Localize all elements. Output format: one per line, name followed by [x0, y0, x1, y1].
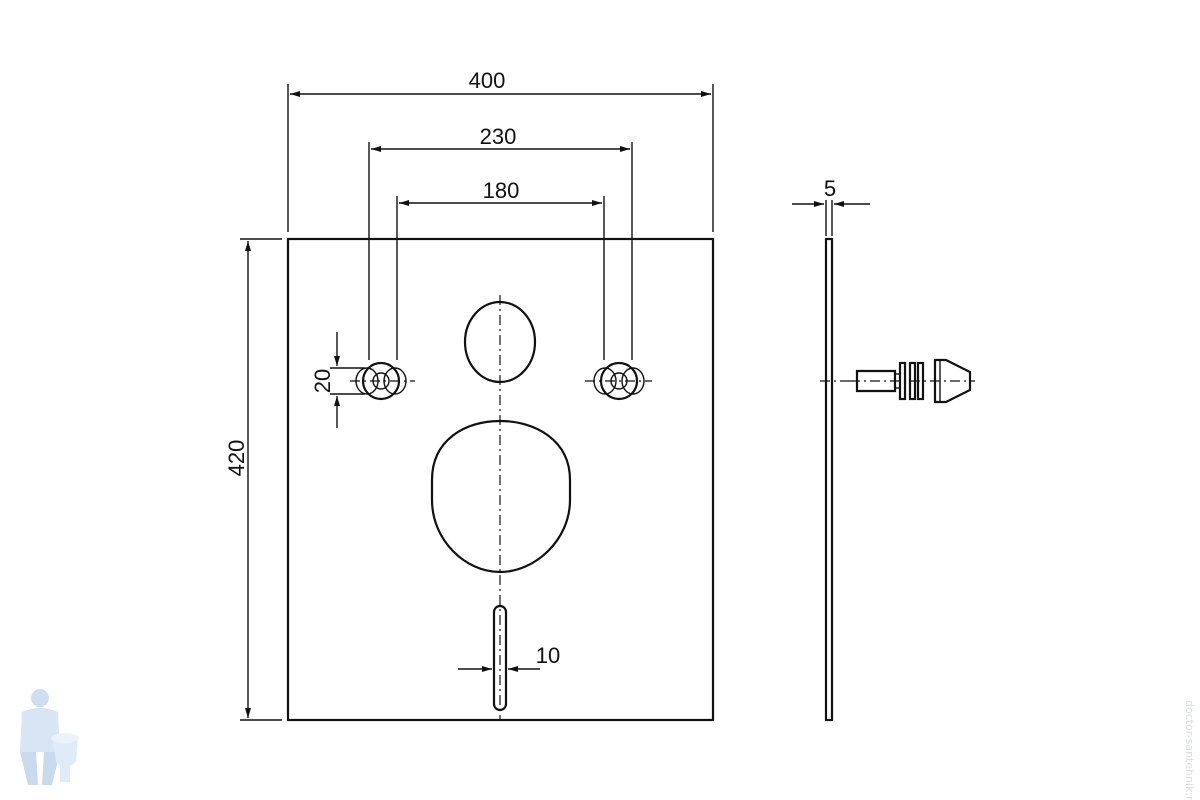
- dimension-mount-inner: 180: [396, 178, 605, 360]
- dimension-overall-height: 420: [224, 238, 282, 721]
- fastener-assembly: [850, 358, 975, 404]
- right-mounting-hole: [585, 361, 652, 401]
- dim-10-label: 10: [536, 643, 560, 668]
- dim-180-label: 180: [483, 178, 520, 203]
- dim-5-label: 5: [824, 176, 836, 201]
- watermark-site-text: doctor-santehnik.ru: [1183, 700, 1196, 800]
- dimension-mount-outer: 230: [368, 124, 633, 360]
- dimension-slot-width: 10: [458, 643, 560, 672]
- dim-400-label: 400: [469, 68, 506, 93]
- dim-420-label: 420: [224, 440, 249, 477]
- dimension-hole-height: 20: [310, 332, 365, 428]
- side-plate: [824, 237, 834, 722]
- large-round-hole: [430, 419, 572, 574]
- left-mounting-hole: [350, 361, 415, 401]
- dimension-thickness: 5: [792, 176, 870, 236]
- plumber-mascot-icon: [20, 689, 79, 785]
- dim-20-label: 20: [310, 369, 335, 393]
- dim-230-label: 230: [480, 124, 517, 149]
- dimension-overall-width: 400: [287, 68, 714, 232]
